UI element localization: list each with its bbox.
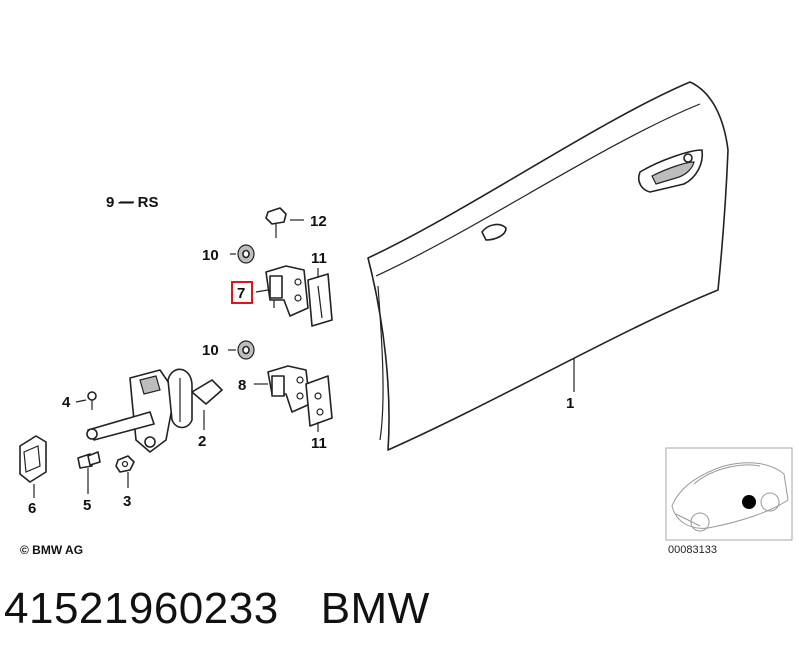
image-number: 00083133 [668,544,717,556]
callout-9-rs: 9 — RS [106,194,159,211]
copyright: © BMW AG [20,543,83,557]
nut-3 [115,455,135,473]
leader-lines [33,201,575,498]
door-panel [367,81,729,451]
callout-3: 3 [123,493,131,510]
shim-11-lower [305,375,333,427]
shim-11-upper [307,273,333,327]
callout-11-upper: 11 [311,250,327,267]
door-check-assembly [86,368,223,453]
callout-7-highlight [231,281,253,304]
cover-6 [19,435,47,483]
car-locator-thumbnail [665,447,793,541]
bolt-12 [265,207,287,238]
location-marker-icon [742,495,756,509]
callout-10-upper: 10 [202,247,219,264]
callout-2: 2 [198,433,206,450]
callout-1: 1 [566,395,574,412]
washer-10-upper [237,244,255,264]
part-number: 41521960233 [4,584,279,633]
callout-12: 12 [310,213,327,230]
washer-10-lower [237,340,255,360]
bolt-4 [87,391,97,410]
lower-hinge-8 [267,365,311,413]
clips-5 [77,451,101,469]
callout-4: 4 [62,394,71,411]
callout-10-lower: 10 [202,342,219,359]
callout-5: 5 [83,497,91,514]
upper-hinge-7 [265,265,309,317]
callout-6: 6 [28,500,36,517]
caption: 41521960233 BMW [4,584,472,634]
callout-11-lower: 11 [311,435,327,452]
callout-8: 8 [238,377,246,394]
brand-name: BMW [320,584,430,633]
callout-7: 7 [237,285,245,302]
